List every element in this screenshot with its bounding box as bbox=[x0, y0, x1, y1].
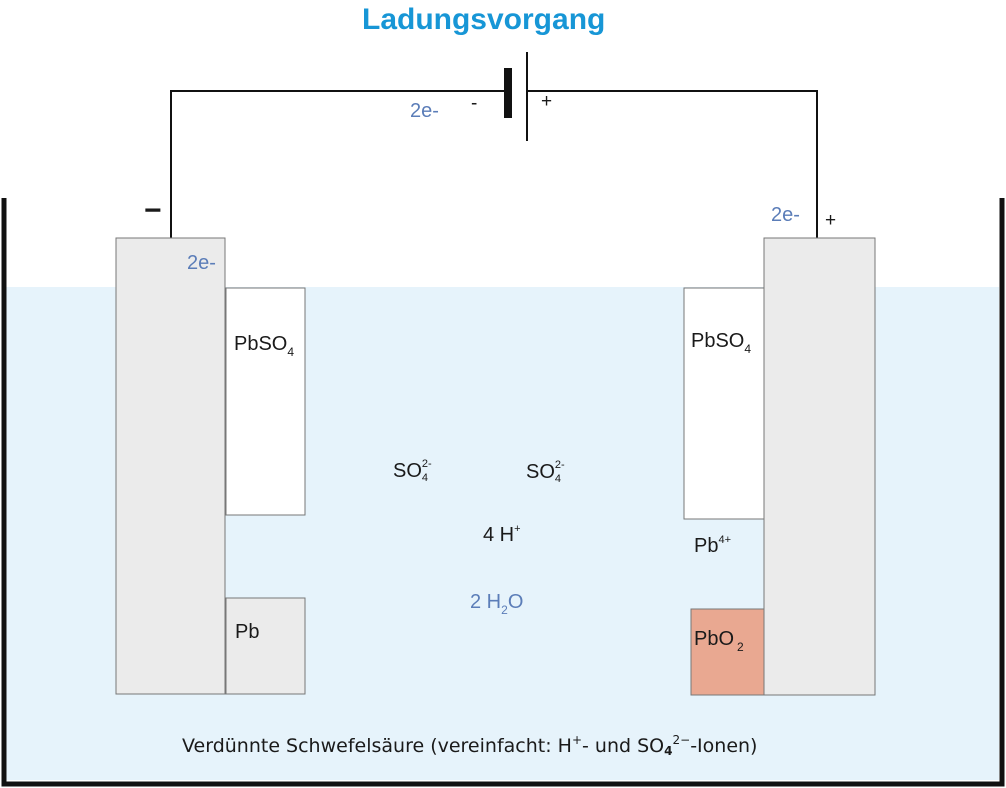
left-pbso4-label: PbSO4 bbox=[234, 333, 294, 358]
caption-so4-charge: 2− bbox=[672, 733, 691, 747]
water-sub: 2 bbox=[501, 603, 508, 617]
right-electrode bbox=[763, 237, 876, 696]
diagram-title: Ladungsvorgang bbox=[362, 3, 606, 36]
right-pbso4-label: PbSO4 bbox=[691, 330, 751, 355]
sulfate-ion-1-main: SO bbox=[393, 460, 422, 482]
wire-right bbox=[527, 90, 818, 238]
pb4-ion-label: Pb4+ bbox=[694, 534, 732, 557]
sulfate-ion-2-charge: 2- bbox=[554, 459, 565, 471]
container-outline bbox=[1, 198, 1005, 787]
proton-main: 4 H bbox=[483, 524, 515, 546]
right-pbso4-sub: 4 bbox=[744, 342, 752, 356]
pb4-ion-main: Pb bbox=[694, 535, 719, 557]
battery-plus-sign: + bbox=[541, 91, 553, 112]
pbo2-sub: 2 bbox=[737, 640, 744, 654]
caption-so4-sub: 4 bbox=[664, 744, 673, 758]
left-pbso4-layer bbox=[225, 287, 306, 516]
battery-minus-sign: - bbox=[471, 93, 478, 114]
water-post: O bbox=[507, 591, 524, 613]
right-pbo2-block bbox=[690, 608, 765, 696]
left-electron-label: 2e- bbox=[187, 252, 216, 274]
right-terminal-sign: + bbox=[825, 210, 837, 231]
left-pb-label: Pb bbox=[235, 621, 260, 643]
caption-part-2: - und SO bbox=[582, 735, 665, 757]
right-pbso4-layer bbox=[683, 287, 765, 520]
sulfate-ion-2-sub: 4 bbox=[554, 473, 562, 485]
water-label: 2 H2O bbox=[470, 591, 524, 616]
sulfate-ion-1-sub: 4 bbox=[421, 472, 429, 484]
left-pb-block bbox=[225, 597, 306, 695]
sulfate-ion-2-main: SO bbox=[526, 461, 555, 483]
sulfate-ion-1-charge: 2- bbox=[421, 458, 432, 470]
pb4-ion-charge: 4+ bbox=[718, 534, 732, 546]
left-electrode bbox=[115, 237, 226, 695]
proton-charge: + bbox=[514, 523, 521, 535]
left-pbso4-main: PbSO bbox=[234, 333, 288, 355]
pbo2-main: PbO bbox=[694, 628, 735, 650]
caption-part-3: -Ionen) bbox=[690, 735, 758, 757]
caption-h-charge: + bbox=[571, 733, 583, 747]
left-terminal-sign: − bbox=[144, 194, 162, 227]
right-pbso4-main: PbSO bbox=[691, 330, 745, 352]
proton-label: 4 H+ bbox=[483, 523, 521, 546]
right-electron-label: 2e- bbox=[771, 204, 800, 226]
wire-left bbox=[170, 90, 508, 238]
left-pbso4-sub: 4 bbox=[287, 345, 295, 359]
water-pre: 2 H bbox=[470, 591, 502, 613]
caption-part-1: Verdünnte Schwefelsäure (vereinfacht: H bbox=[182, 735, 572, 757]
electrolyte-caption: Verdünnte Schwefelsäure (vereinfacht: H+… bbox=[182, 734, 758, 758]
battery-electron-label: 2e- bbox=[410, 100, 439, 122]
